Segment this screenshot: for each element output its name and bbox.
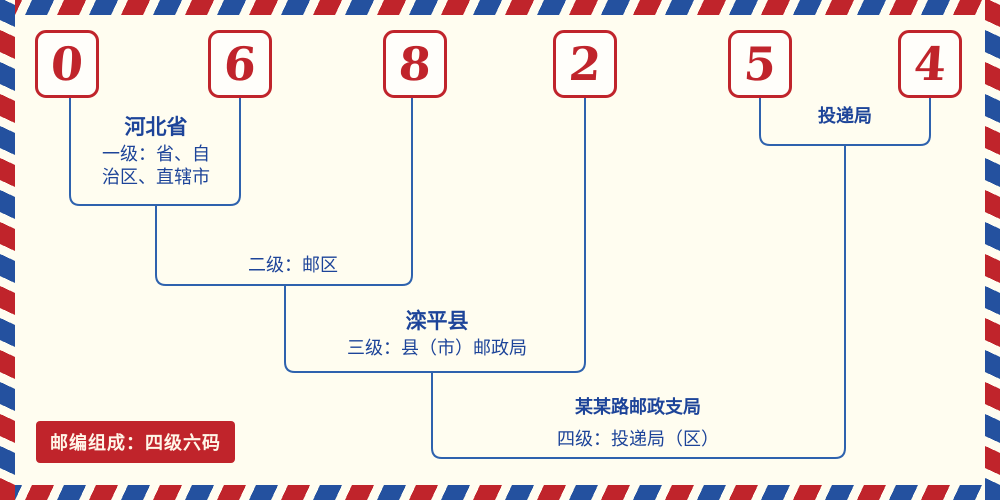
level3-line [284, 97, 586, 373]
digit-6: 4 [912, 37, 948, 91]
digit-box-1: 0 [35, 30, 99, 98]
level1-desc-line2: 治区、直辖市 [102, 167, 210, 188]
digit-box-2: 6 [208, 30, 272, 98]
level2-desc: 二级：邮区 [248, 255, 338, 276]
digit-3: 8 [397, 37, 433, 91]
delivery-office-text: 投递局 [818, 106, 872, 127]
level2-label: 二级：邮区 [193, 254, 393, 277]
level3-label: 滦平县 三级：县（市）邮政局 [327, 310, 547, 360]
digit-4: 2 [567, 37, 603, 91]
digit-5: 5 [742, 37, 778, 91]
digit-box-4: 2 [553, 30, 617, 98]
level1-province: 河北省 [124, 115, 188, 139]
delivery-office-label: 投递局 [745, 105, 945, 128]
level4-line [431, 145, 846, 459]
digit-box-5: 5 [728, 30, 792, 98]
level3-county: 滦平县 [405, 309, 469, 333]
airmail-border-top [0, 0, 1000, 15]
composition-badge: 邮编组成：四级六码 [36, 421, 235, 463]
level4-branch: 某某路邮政支局 [575, 397, 701, 418]
level3-desc: 三级：县（市）邮政局 [347, 338, 527, 359]
delivery-bracket [759, 97, 931, 146]
digit-box-3: 8 [383, 30, 447, 98]
digit-box-6: 4 [898, 30, 962, 98]
digit-2: 6 [222, 37, 258, 91]
level1-label: 河北省 一级：省、自 治区、直辖市 [56, 116, 256, 189]
level4-desc: 四级：投递局（区） [557, 429, 719, 450]
airmail-border-left [0, 0, 15, 500]
level1-desc-line1: 一级：省、自 [102, 144, 210, 165]
level4-label: 某某路邮政支局 四级：投递局（区） [518, 396, 758, 451]
airmail-border-right [985, 0, 1000, 500]
digit-1: 0 [49, 37, 85, 91]
airmail-border-bottom [0, 485, 1000, 500]
